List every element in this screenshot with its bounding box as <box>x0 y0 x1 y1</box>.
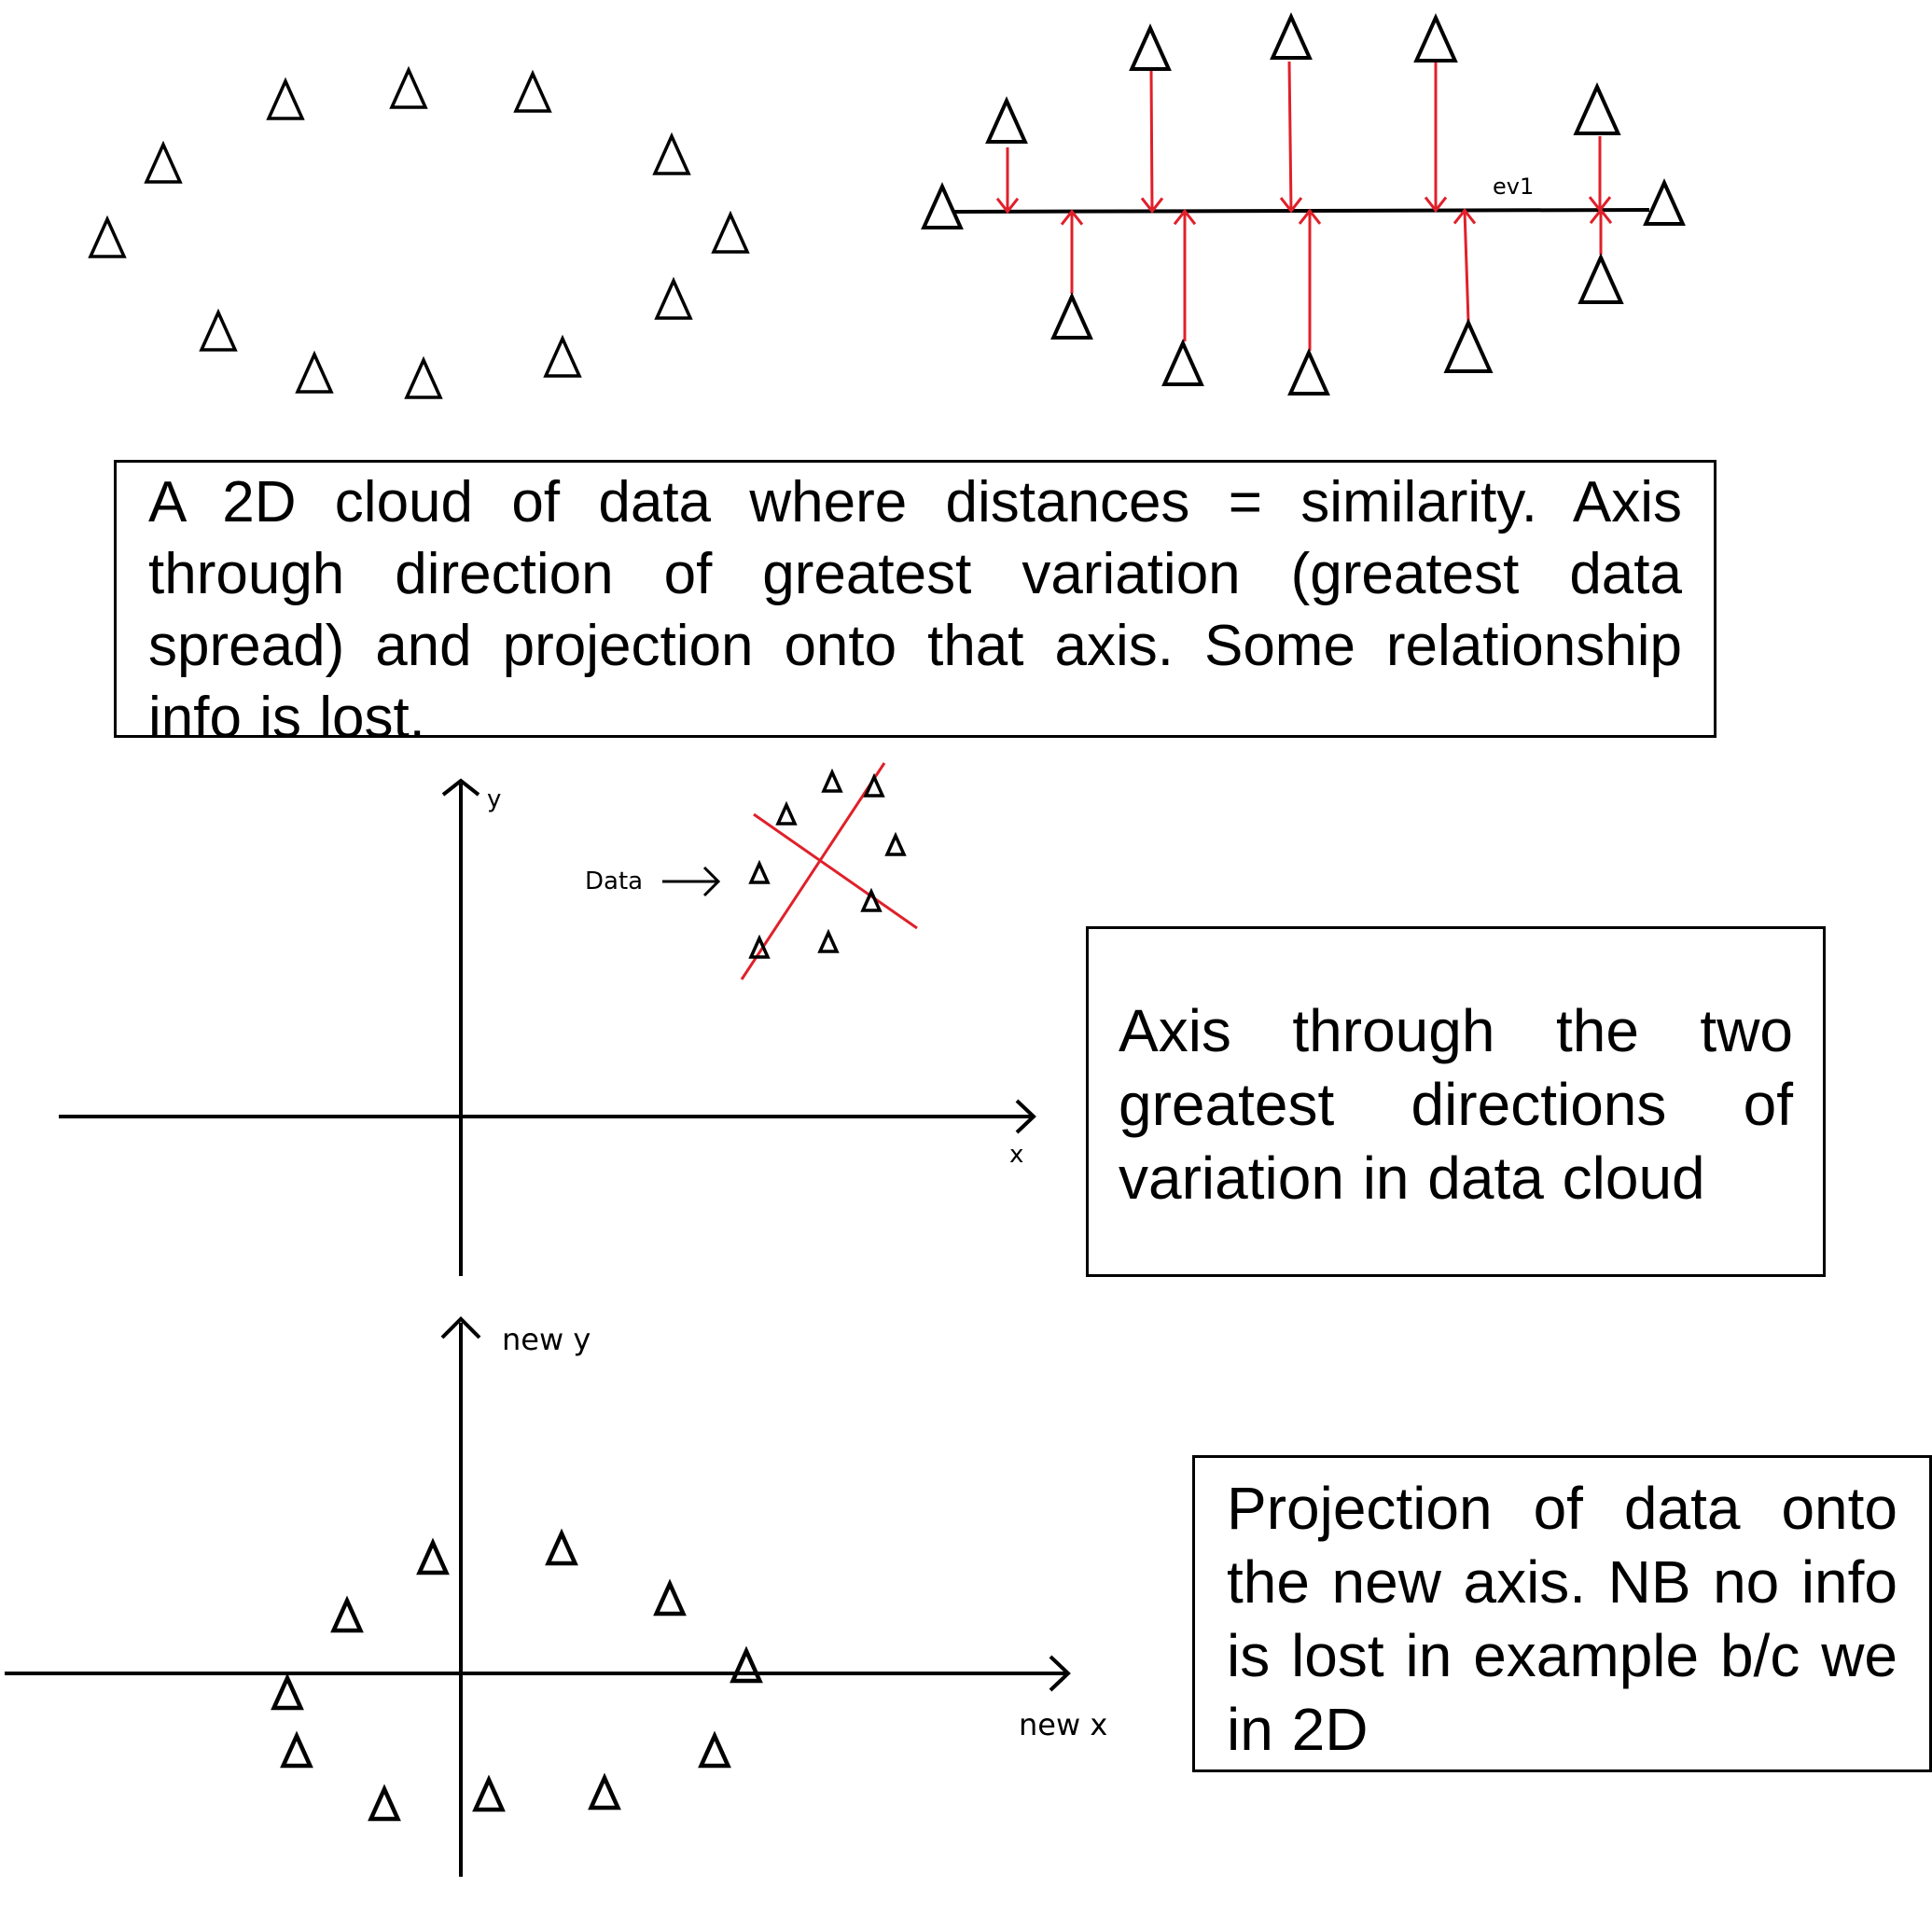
principal-direction-1 <box>753 812 918 930</box>
ev1-axis-line <box>952 208 1650 214</box>
new-x-axis-label: new x <box>1019 1707 1107 1742</box>
small-data-cloud <box>748 768 907 959</box>
data-point-triangle <box>88 215 127 258</box>
data-point-triangle <box>817 928 840 953</box>
projected-points <box>921 12 1686 395</box>
projection-arrow <box>1287 61 1293 212</box>
data-point-triangle <box>588 1772 621 1811</box>
data-point-triangle <box>653 1578 687 1617</box>
data-point-triangle <box>1578 253 1624 304</box>
data-point-triangle <box>295 350 334 394</box>
projection-arrowhead <box>1424 196 1448 214</box>
projection-arrow <box>1149 68 1154 212</box>
new-y-axis-label: new y <box>502 1322 591 1357</box>
data-pointer-arrowhead <box>702 866 721 897</box>
two-axes-caption: Axis through the two greatest directions… <box>1086 926 1826 1277</box>
data-point-triangle <box>711 210 750 254</box>
data-point-triangle <box>860 887 883 912</box>
data-point-triangle <box>330 1595 364 1633</box>
data-point-triangle <box>543 334 582 378</box>
projection-arrowhead <box>1060 209 1084 226</box>
data-label: Data <box>585 867 643 895</box>
data-point-triangle <box>863 772 885 798</box>
data-point-triangle <box>1161 339 1204 386</box>
data-point-triangle <box>1050 292 1093 340</box>
original-axes-panel: y x Data <box>59 762 1036 1276</box>
data-point-triangle <box>389 65 428 109</box>
projection-arrowhead <box>1589 207 1613 225</box>
data-point-triangle <box>1270 12 1313 60</box>
data-point-triangle <box>821 768 843 793</box>
data-point-triangle <box>1573 82 1621 135</box>
principal-direction-2 <box>740 762 886 980</box>
data-point-triangle <box>1643 178 1686 226</box>
data-point-triangle <box>545 1528 578 1566</box>
data-point-triangle <box>199 308 238 352</box>
x-axis-arrowhead <box>1015 1099 1036 1134</box>
data-point-triangle <box>748 934 771 959</box>
ev1-label: ev1 <box>1493 173 1534 200</box>
new-y-axis-arrowhead <box>440 1316 481 1339</box>
projected-data-cloud <box>271 1528 763 1822</box>
projection-arrowhead <box>995 197 1020 215</box>
data-point-triangle <box>271 1672 304 1711</box>
new-axis-projection-caption: Projection of data onto the new axis. NB… <box>1192 1455 1932 1772</box>
data-point-triangle <box>266 76 305 120</box>
projection-arrowhead <box>1173 208 1197 226</box>
data-point-triangle <box>698 1730 731 1769</box>
data-point-triangle <box>654 276 693 320</box>
y-axis-label: y <box>487 785 501 813</box>
data-point-triangle <box>652 132 691 175</box>
data-point-triangle <box>1413 13 1458 62</box>
data-point-triangle <box>1129 23 1172 71</box>
data-point-triangle <box>404 355 443 399</box>
new-x-axis-arrowhead <box>1049 1655 1071 1692</box>
x-axis-label: x <box>1009 1141 1023 1169</box>
data-point-triangle <box>368 1783 401 1822</box>
new-axes-panel: new y new x <box>5 1316 1107 1877</box>
data-point-triangle <box>144 140 183 184</box>
data-point-triangle <box>472 1774 506 1812</box>
data-point-triangle <box>280 1730 313 1769</box>
data-point-triangle <box>416 1537 450 1575</box>
cloud-projection-caption: A 2D cloud of data where distances = sim… <box>114 460 1717 750</box>
data-point-triangle <box>748 859 771 884</box>
data-point-triangle <box>1443 318 1494 373</box>
projection-arrows <box>995 61 1613 351</box>
projection-arrowhead <box>1298 208 1322 225</box>
projection-arrowhead <box>1279 197 1303 214</box>
ev1-projection-panel: ev1 <box>921 12 1686 395</box>
projection-arrow <box>1463 210 1470 323</box>
data-point-triangle <box>1287 348 1330 395</box>
projection-arrowhead <box>1140 197 1164 214</box>
data-point-triangle <box>921 182 964 229</box>
data-point-triangle <box>884 831 907 856</box>
y-axis-arrowhead <box>441 778 480 797</box>
data-point-triangle <box>775 800 798 826</box>
data-cloud-panel <box>88 65 750 399</box>
projection-arrowhead <box>1452 208 1477 225</box>
data-point-triangle <box>513 69 552 113</box>
data-point-triangle <box>730 1645 763 1684</box>
data-point-triangle <box>985 96 1028 144</box>
